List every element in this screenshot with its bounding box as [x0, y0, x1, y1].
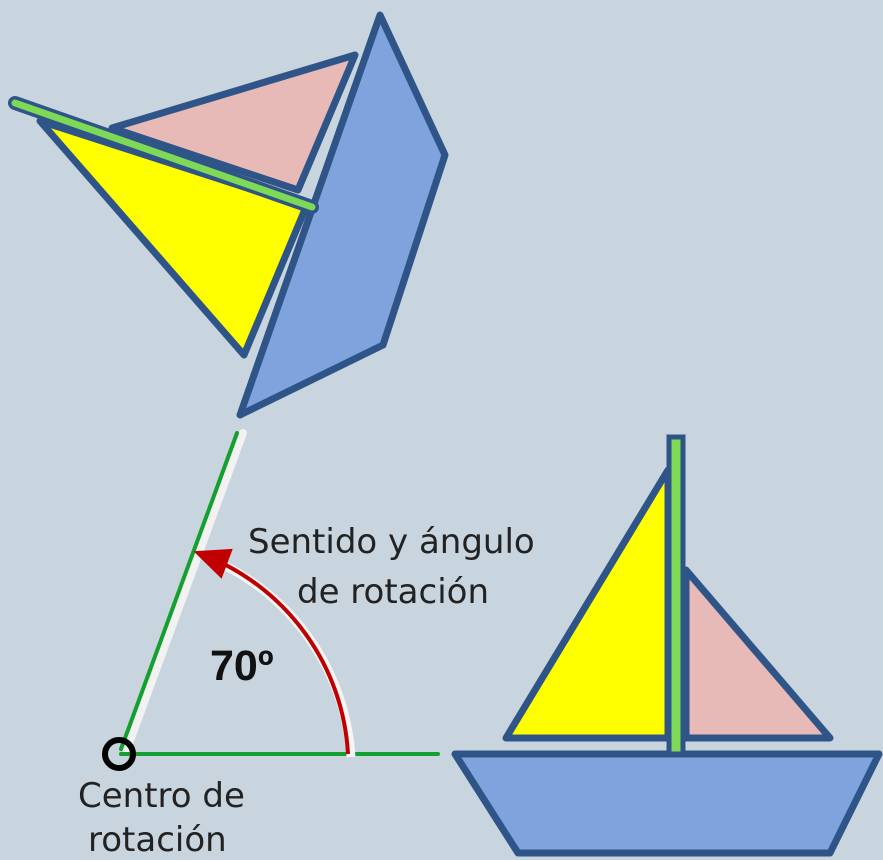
rotated-boat-hull	[236, 11, 449, 419]
original-boat-mast	[666, 434, 686, 757]
original-boat	[451, 434, 883, 857]
rotation-arc	[193, 548, 356, 758]
rotation-sense-label-line1: Sentido y ángulo	[248, 522, 535, 562]
center-label-line2: rotación	[88, 820, 227, 860]
center-of-rotation-marker	[102, 737, 136, 771]
original-boat-pink-sail	[682, 566, 834, 742]
rotated-guide-line	[119, 431, 239, 751]
original-boat-yellow-sail	[502, 466, 672, 742]
rotated-boat-mast-fill	[11, 99, 316, 211]
rotated-guide-shadow	[123, 429, 247, 753]
original-boat-hull	[451, 750, 883, 857]
center-label-line1: Centro de	[78, 776, 245, 816]
rotation-sense-label-line2: de rotación	[297, 572, 489, 612]
rotation-arc-line	[193, 548, 350, 755]
rotation-guides	[119, 429, 440, 756]
angle-value-label: 70º	[210, 642, 274, 690]
rotated-boat-pink-sail	[108, 51, 359, 194]
rotated-boat	[8, 11, 449, 419]
